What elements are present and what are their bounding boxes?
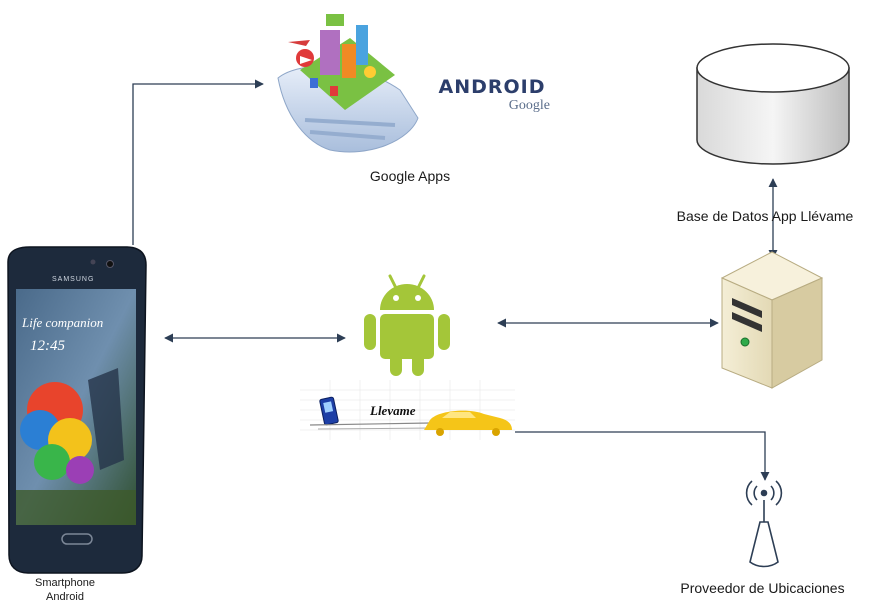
android-wordmark: ANDROID bbox=[438, 76, 546, 98]
antenna-icon bbox=[745, 480, 783, 568]
google-apps-icon bbox=[277, 14, 419, 153]
google-wordmark: Google bbox=[508, 98, 550, 113]
label-location-provider: Proveedor de Ubicaciones bbox=[680, 580, 845, 596]
connector-phone-to-google-apps bbox=[132, 79, 264, 245]
android-robot-icon bbox=[364, 274, 450, 376]
label-smartphone-line1: Smartphone bbox=[35, 577, 95, 589]
connector-app-to-location bbox=[515, 431, 770, 481]
connectors bbox=[132, 79, 778, 481]
llevame-app-logo bbox=[300, 380, 515, 440]
label-smartphone-line2: Android bbox=[46, 591, 84, 603]
llevame-brand-text: Llevame bbox=[369, 403, 416, 418]
phone-slogan-text: Life companion bbox=[21, 315, 103, 330]
label-google-apps: Google Apps bbox=[369, 168, 451, 184]
server-icon bbox=[720, 251, 824, 389]
phone-clock-text: 12:45 bbox=[30, 338, 65, 354]
label-smartphone: Smartphone Android bbox=[10, 576, 120, 604]
phone-brand-text: SAMSUNG bbox=[52, 276, 94, 283]
label-database: Base de Datos App Llévame bbox=[676, 208, 854, 224]
database-cylinder-icon bbox=[696, 43, 850, 165]
smartphone-icon bbox=[7, 246, 147, 574]
